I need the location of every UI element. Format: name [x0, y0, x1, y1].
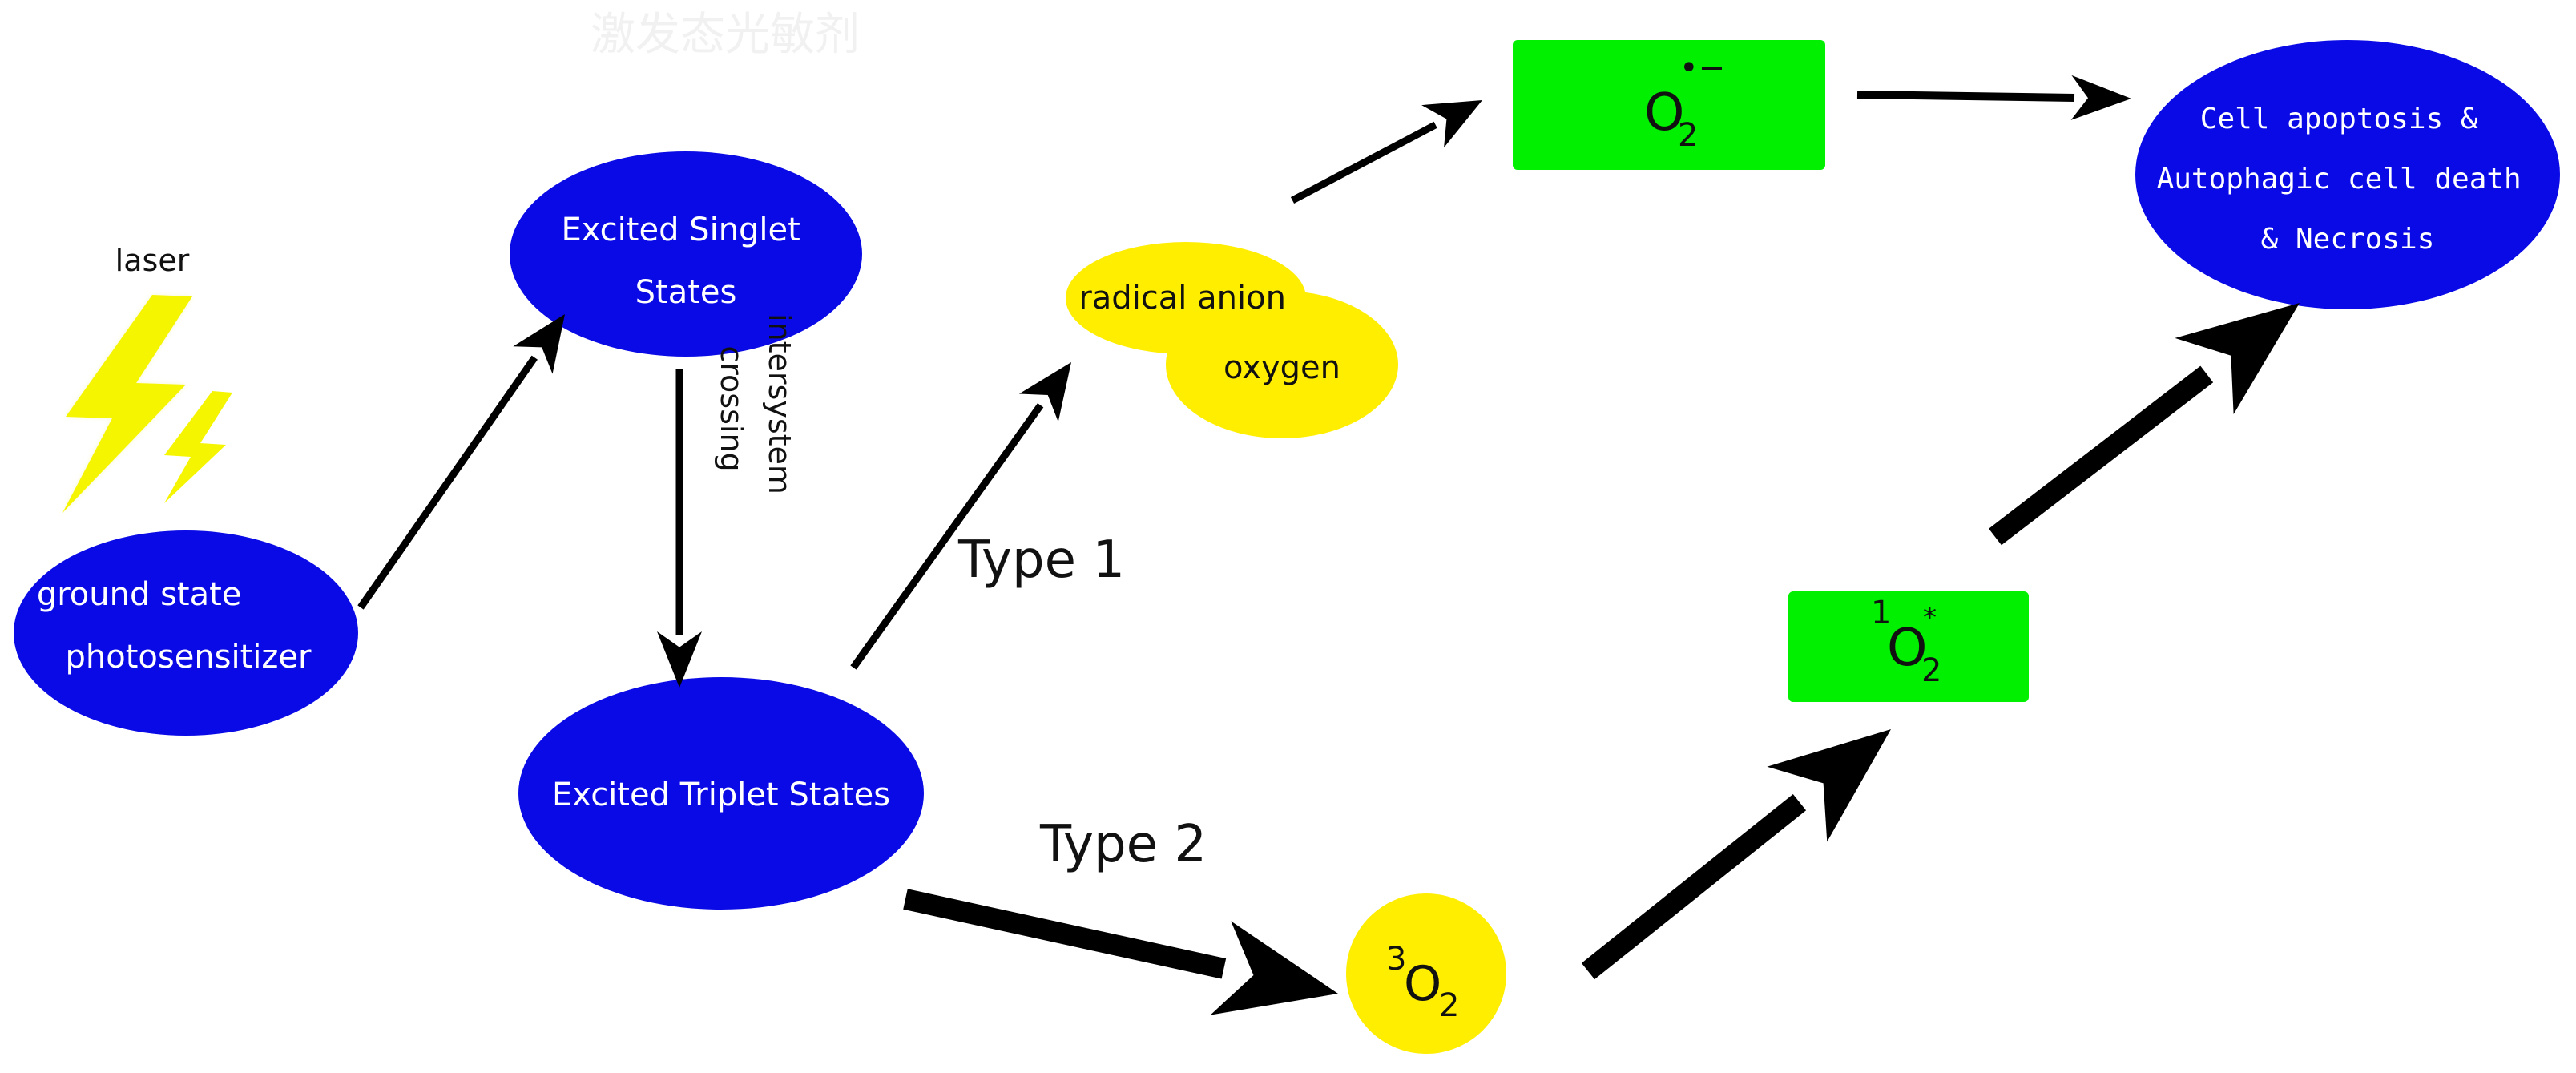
- excited-triplet-node: [518, 677, 924, 910]
- arrow-singlet-to-triplet: [657, 369, 702, 688]
- superoxide-box: [1513, 40, 1825, 170]
- type-2-label: Type 2: [1039, 815, 1207, 874]
- triplet-oxygen-label: 3 O 2: [1386, 941, 1459, 1024]
- watermark-text: 激发态光敏剂: [591, 9, 860, 61]
- arrow-ground-to-singlet: [357, 314, 565, 610]
- ground-state-label: ground state photosensitizer: [37, 576, 312, 676]
- arrow-triplet-to-radical: [850, 362, 1071, 670]
- lightning-bolt-icon: [62, 295, 232, 513]
- svg-text:O: O: [1404, 956, 1441, 1012]
- svg-text:3: 3: [1386, 941, 1406, 978]
- excited-triplet-label: Excited Triplet States: [552, 777, 890, 813]
- excited-singlet-label: Excited Singlet States: [561, 212, 810, 311]
- ground-state-node: [14, 530, 358, 736]
- cell-death-label: Cell apoptosis & Autophagic cell death &…: [2157, 103, 2539, 256]
- svg-text:O: O: [1644, 83, 1684, 143]
- svg-text:1: 1: [1871, 595, 1891, 631]
- singlet-oxygen-label: 1 O 2 *: [1871, 595, 1941, 689]
- svg-text:*: *: [1923, 602, 1937, 634]
- radical-anion-oxygen-label: radical anion oxygen: [1078, 280, 1340, 386]
- svg-text:2: 2: [1921, 652, 1941, 689]
- arrow-triplet-to-o2: [903, 889, 1338, 1015]
- triplet-oxygen-node: [1346, 893, 1506, 1054]
- cell-death-node: [2135, 40, 2560, 309]
- arrow-radical-to-superoxide: [1290, 100, 1482, 204]
- laser-label: laser: [115, 243, 190, 278]
- arrow-singlet-oxygen-to-death: [1989, 303, 2300, 546]
- arrow-o2-to-singlet-oxygen: [1581, 729, 1891, 980]
- svg-text:•−: •−: [1679, 50, 1725, 87]
- singlet-oxygen-box: [1788, 591, 2029, 702]
- svg-text:2: 2: [1678, 117, 1698, 154]
- superoxide-label: O 2 •−: [1644, 50, 1725, 154]
- arrow-superoxide-to-death: [1856, 75, 2131, 120]
- type-1-label: Type 1: [957, 530, 1125, 590]
- excited-singlet-node: [510, 151, 862, 357]
- radical-anion-oxygen-node: [1066, 242, 1398, 438]
- svg-text:O: O: [1887, 619, 1927, 678]
- arrows-layer: [357, 75, 2300, 1015]
- svg-text:2: 2: [1439, 987, 1459, 1024]
- intersystem-crossing-label: intersystem crossing: [714, 313, 797, 504]
